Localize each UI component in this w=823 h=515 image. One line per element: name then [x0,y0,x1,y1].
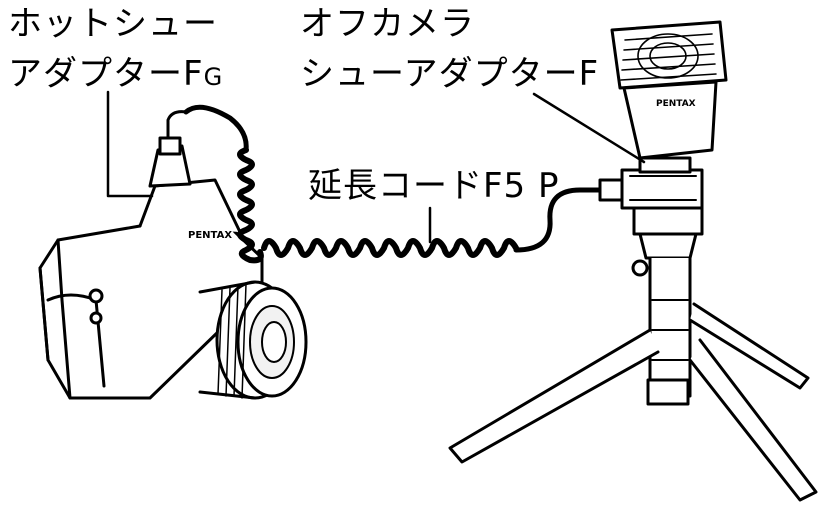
label-hotshoe-line2-main: アダプターF [8,54,204,94]
label-offcamera-line2: シューアダプターF [300,54,599,94]
tripod [448,206,818,502]
lens [198,280,308,400]
off-camera-shoe-adapter [620,156,704,210]
label-cord-text: 延長コードF5 P [308,166,560,206]
leader-line-hotshoe [106,90,154,198]
camera-brand-text: PENTAX [188,230,232,241]
extension-cord [183,104,624,264]
label-offcamera-line2-text: シューアダプターF [300,54,600,94]
hot-shoe-adapter [148,110,192,188]
label-offcamera-line1-text: オフカメラ [300,4,475,44]
label-hotshoe-line1-text: ホットシュー [8,4,218,44]
flash-unit: PENTAX [610,20,728,160]
label-offcamera-line1: オフカメラ [300,4,475,44]
leader-line-offcamera [532,92,646,164]
label-cord: 延長コードF5 P [308,166,560,206]
flash-brand-text: PENTAX [656,99,696,109]
label-hotshoe-line2-sub: G [203,63,224,91]
label-hotshoe-line1: ホットシュー [8,4,218,44]
label-hotshoe-line2: アダプターFG [8,54,223,97]
